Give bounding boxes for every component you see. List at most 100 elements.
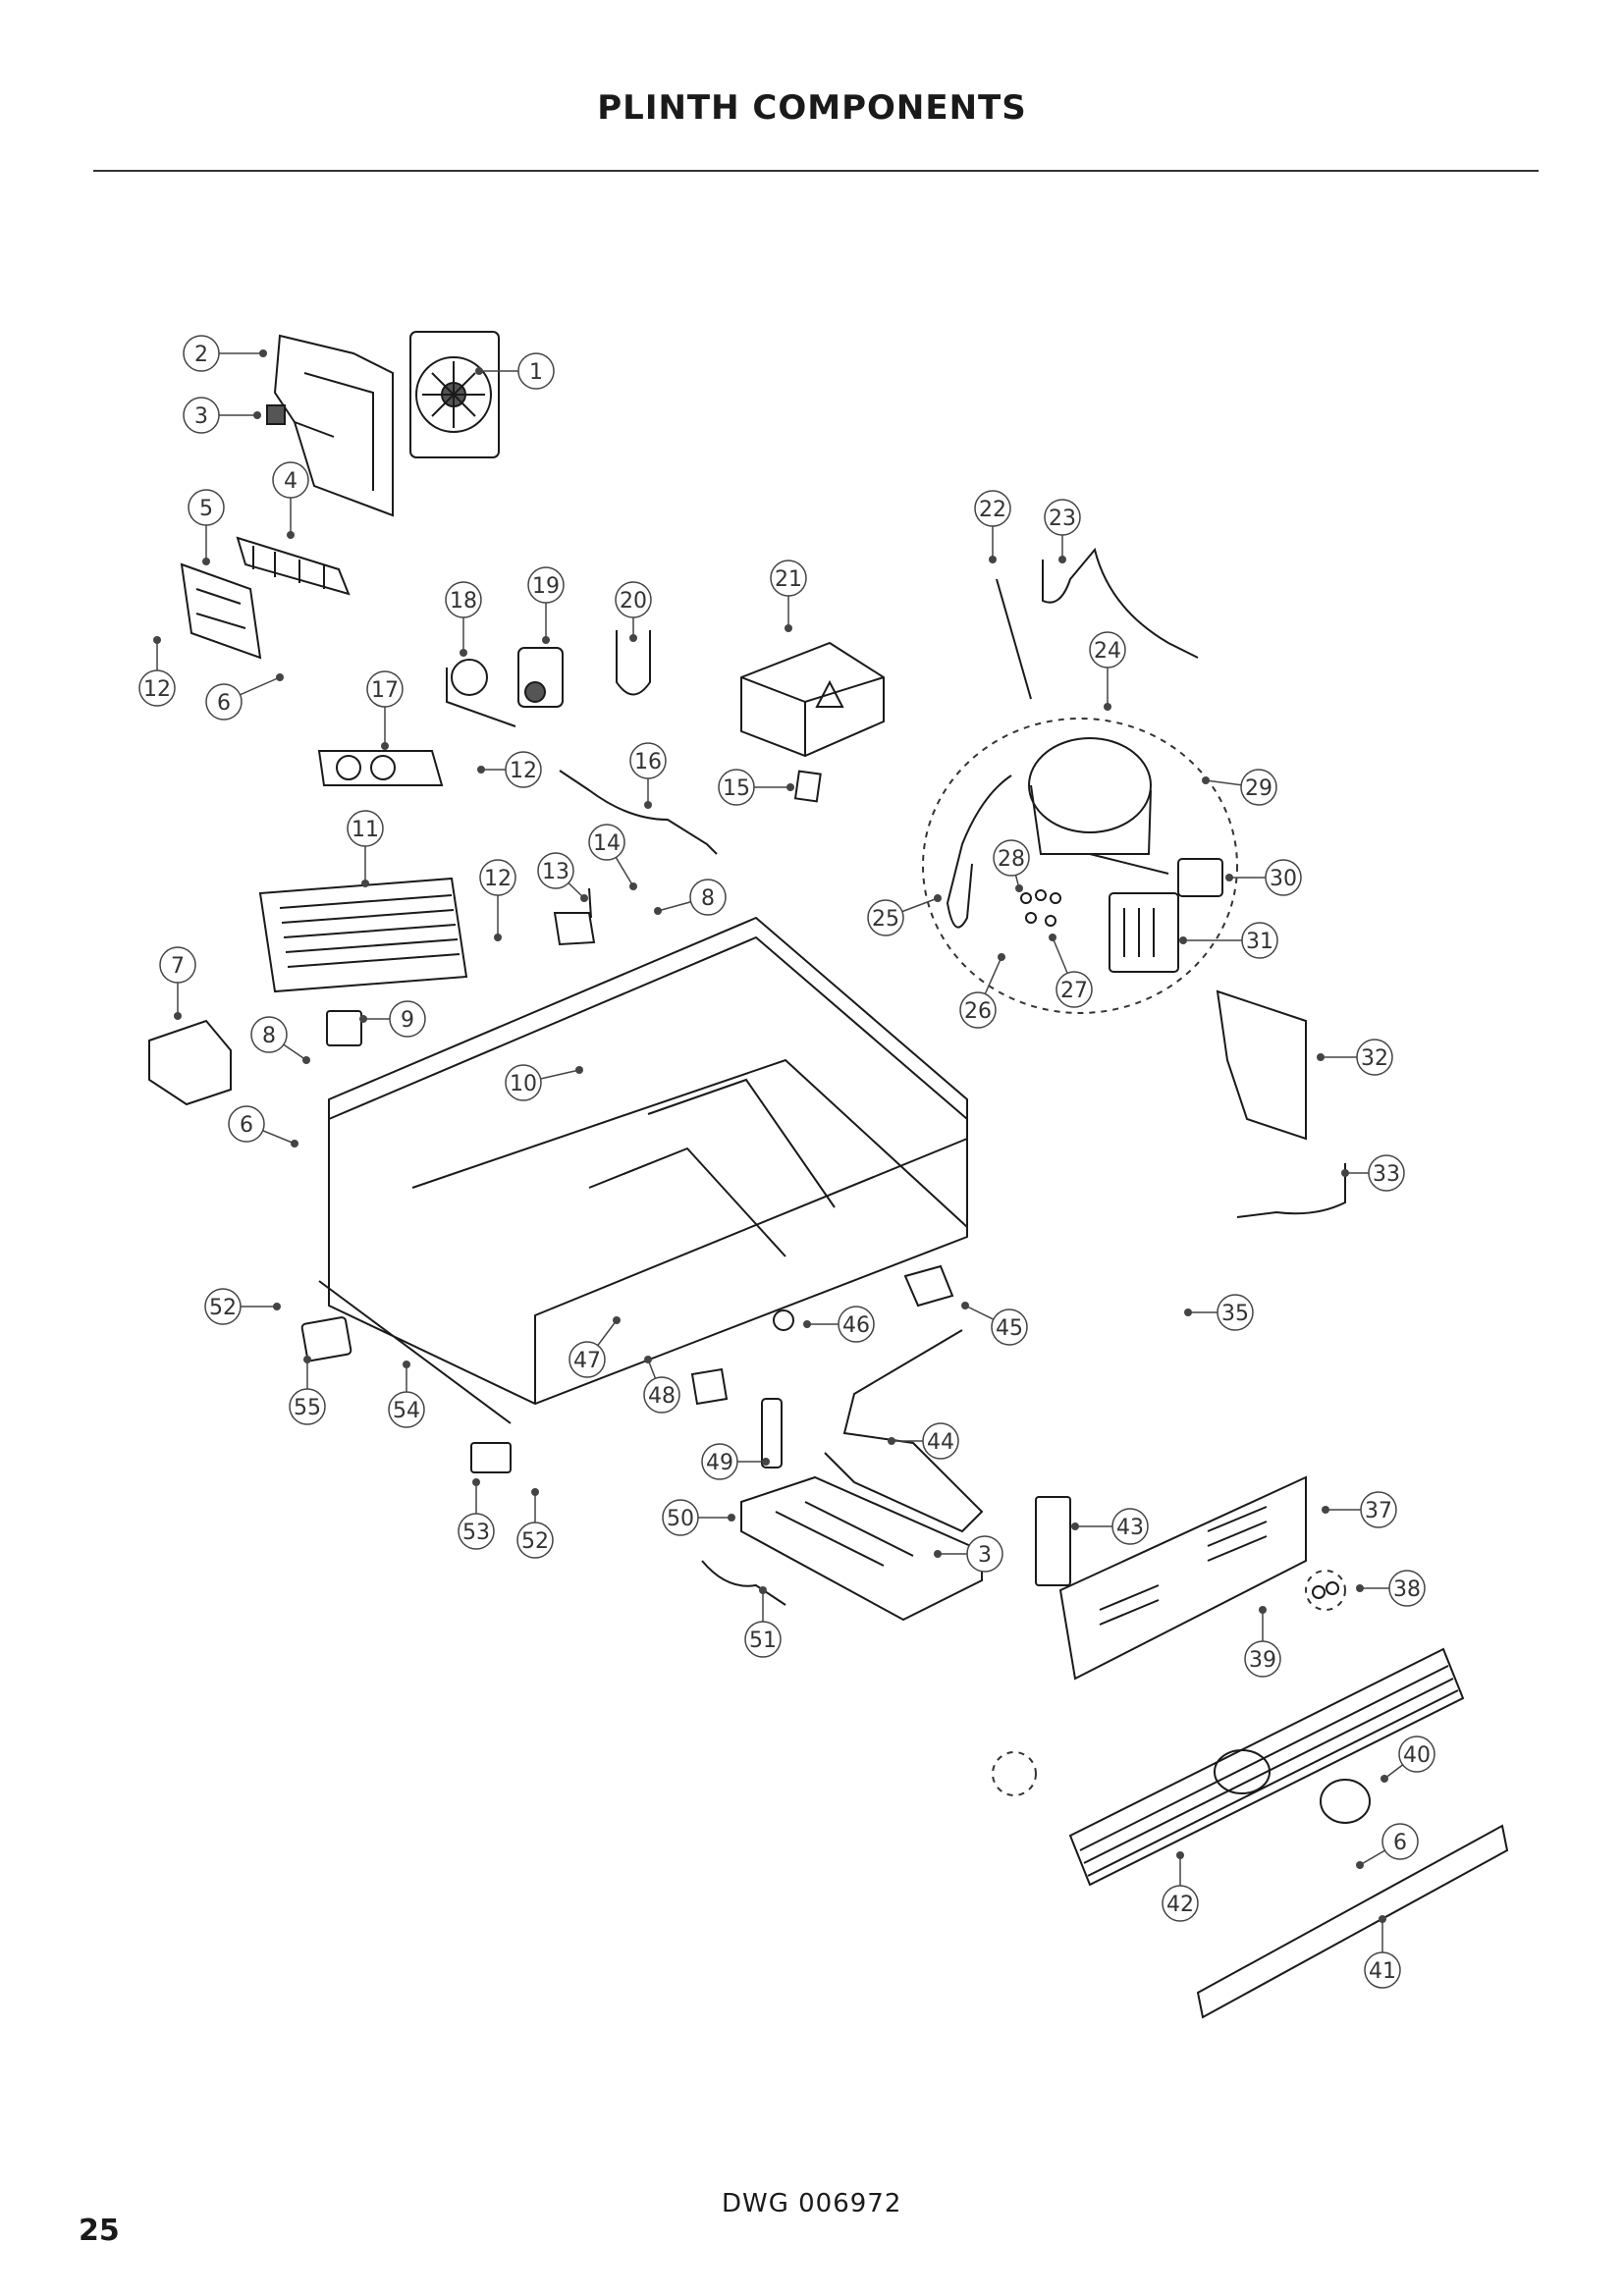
callout-leader-dot: [728, 1514, 735, 1522]
callout-number: 24: [1094, 639, 1121, 664]
callout-circle: [1089, 631, 1126, 668]
callout-leader-dot: [531, 1488, 539, 1496]
callout-leader-dot: [785, 624, 792, 632]
callout-49: 49: [701, 1443, 738, 1480]
callout-circle: [991, 1308, 1028, 1346]
callout-leader-dot: [644, 1356, 652, 1363]
callout-43: 43: [1111, 1508, 1149, 1545]
callout-leader-dot: [359, 1015, 367, 1023]
callout-number: 27: [1060, 979, 1088, 1003]
callout-leader-dot: [174, 1012, 182, 1020]
callout-circle: [867, 899, 904, 936]
part-drain-tube: [761, 1398, 783, 1468]
callout-number: 42: [1166, 1893, 1194, 1917]
callout-circle: [505, 751, 542, 788]
callout-23: 23: [1044, 499, 1081, 536]
callout-number: 2: [194, 343, 208, 367]
callout-number: 22: [979, 498, 1006, 522]
callout-leader-dot: [575, 1066, 583, 1074]
callout-leader-dot: [1176, 1851, 1184, 1859]
callout-leader-dot: [276, 673, 284, 681]
callout-leader-dot: [259, 349, 267, 357]
callout-circle: [974, 490, 1011, 527]
callout-number: 45: [996, 1316, 1023, 1341]
callout-number: 4: [284, 469, 298, 494]
callout-leader-dot: [1356, 1584, 1364, 1592]
callout-6: 6: [228, 1105, 265, 1143]
callout-40: 40: [1398, 1735, 1435, 1773]
callout-number: 20: [620, 589, 647, 614]
callout-circle: [838, 1306, 875, 1343]
callout-leader-dot: [762, 1458, 770, 1466]
callout-number: 8: [701, 886, 715, 911]
part-label-plate: [793, 770, 822, 803]
callout-leader-dot: [1341, 1169, 1349, 1177]
callout-leader-dot: [961, 1302, 969, 1309]
callout-12: 12: [505, 751, 542, 788]
callout-leader-dot: [803, 1320, 811, 1328]
callout-number: 18: [450, 589, 477, 614]
callout-number: 43: [1116, 1516, 1144, 1540]
callout-leader-dot: [1104, 703, 1111, 711]
callout-number: 33: [1373, 1162, 1400, 1187]
part-small-bracket: [690, 1367, 729, 1406]
callout-circle: [718, 769, 755, 806]
callout-number: 7: [171, 954, 185, 979]
callout-number: 9: [401, 1008, 414, 1033]
callout-13: 13: [537, 852, 574, 889]
part-water-valve: [517, 647, 564, 708]
callout-21: 21: [770, 560, 807, 597]
callout-circle: [689, 879, 727, 916]
callout-number: 14: [593, 831, 621, 856]
part-fan: [409, 331, 500, 458]
callout-leader-dot: [989, 556, 997, 563]
callout-8: 8: [689, 879, 727, 916]
callout-circle: [1356, 1039, 1393, 1076]
callout-35: 35: [1217, 1294, 1254, 1331]
part-rod: [996, 578, 1032, 700]
screw-detail-outline: [992, 1751, 1037, 1796]
callout-31: 31: [1241, 922, 1278, 959]
part-clip: [266, 404, 286, 425]
callout-6: 6: [205, 683, 243, 721]
callout-number: 10: [510, 1072, 537, 1096]
callout-39: 39: [1244, 1640, 1281, 1678]
callout-number: 12: [484, 867, 512, 891]
part-capillary: [946, 774, 1012, 929]
callout-53: 53: [458, 1513, 495, 1550]
callout-leader-dot: [644, 801, 652, 809]
callout-circle: [1217, 1294, 1254, 1331]
callout-14: 14: [588, 824, 625, 861]
part-valve: [553, 887, 596, 946]
callout-number: 12: [143, 677, 171, 702]
part-thermostat: [300, 1316, 352, 1362]
part-grommet: [773, 1309, 794, 1331]
callout-circle: [204, 1288, 242, 1325]
callout-32: 32: [1356, 1039, 1393, 1076]
callout-number: 38: [1393, 1577, 1421, 1602]
callout-circle: [1360, 1491, 1397, 1528]
callout-circle: [615, 581, 652, 618]
callout-leader-dot: [303, 1356, 311, 1363]
callout-number: 3: [194, 404, 208, 429]
callout-number: 31: [1246, 930, 1273, 954]
callout-leader-dot: [654, 907, 662, 915]
callout-circle: [445, 581, 482, 618]
page-number: 25: [79, 2214, 120, 2248]
callout-leader-dot: [998, 953, 1005, 961]
callout-leader-dot: [475, 367, 483, 375]
part-fan-shroud: [273, 334, 394, 517]
callout-circle: [1240, 769, 1277, 806]
part-cable: [559, 770, 718, 855]
callout-circle: [516, 1522, 554, 1559]
page-title: PLINTH COMPONENTS: [597, 88, 1027, 128]
callout-circle: [479, 859, 516, 896]
callout-number: 5: [199, 497, 213, 521]
part-solenoid: [446, 659, 516, 727]
callout-leader-dot: [1380, 1775, 1388, 1783]
callout-number: 29: [1245, 776, 1272, 801]
callout-leader-dot: [1071, 1522, 1079, 1530]
callout-circle: [1368, 1154, 1405, 1192]
